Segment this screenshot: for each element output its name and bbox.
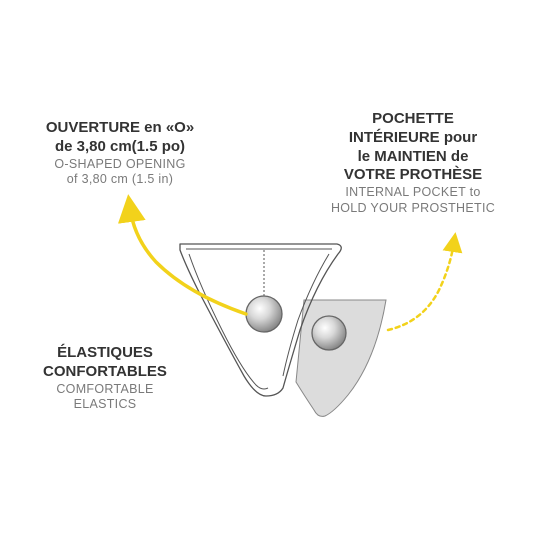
- internal-pocket-shape: [295, 299, 387, 417]
- opening-title-line-2: de 3,80 cm(1.5 po): [54, 137, 186, 155]
- pocket-subtitle-line-2: HOLD YOUR PROSTHETIC: [330, 200, 496, 215]
- pocket-subtitle-line-1: INTERNAL POCKET to: [345, 185, 481, 199]
- curved-arrow-up-right-icon: [386, 232, 463, 332]
- elastics-subtitle-line-2: ELASTICS: [73, 397, 137, 412]
- pocket-title-line-1: POCHETTE: [372, 110, 454, 127]
- elastics-title-line-2: CONFORTABLES: [43, 362, 167, 380]
- elastics-subtitle-line-1: COMFORTABLE: [56, 381, 154, 396]
- o-ring-ball: [245, 295, 283, 333]
- callout-elastics: ÉLASTIQUES CONFORTABLES COMFORTABLE ELAS…: [20, 344, 190, 413]
- elastics-title-line-1: ÉLASTIQUES: [57, 344, 153, 361]
- pocket-title-line-4: VOTRE PROTHÈSE: [343, 166, 483, 184]
- opening-subtitle-line-2: of 3,80 cm (1.5 in): [66, 172, 174, 187]
- opening-subtitle-line-1: O-SHAPED OPENING: [54, 156, 186, 171]
- pocket-ball: [311, 315, 347, 351]
- left-elastic-line: [188, 253, 269, 390]
- right-elastic-line: [282, 253, 330, 377]
- opening-title-line-1: OUVERTURE en «O»: [45, 119, 195, 136]
- pocket-title-line-2: INTÉRIEURE pour: [348, 128, 478, 146]
- pocket-title-line-3: le MAINTIEN de: [357, 147, 469, 165]
- callout-opening: OUVERTURE en «O» de 3,80 cm(1.5 po) O-SH…: [20, 119, 220, 188]
- curved-arrow-up-left-icon: [117, 194, 248, 316]
- callout-pocket: POCHETTE INTÉRIEURE pour le MAINTIEN de …: [300, 110, 526, 216]
